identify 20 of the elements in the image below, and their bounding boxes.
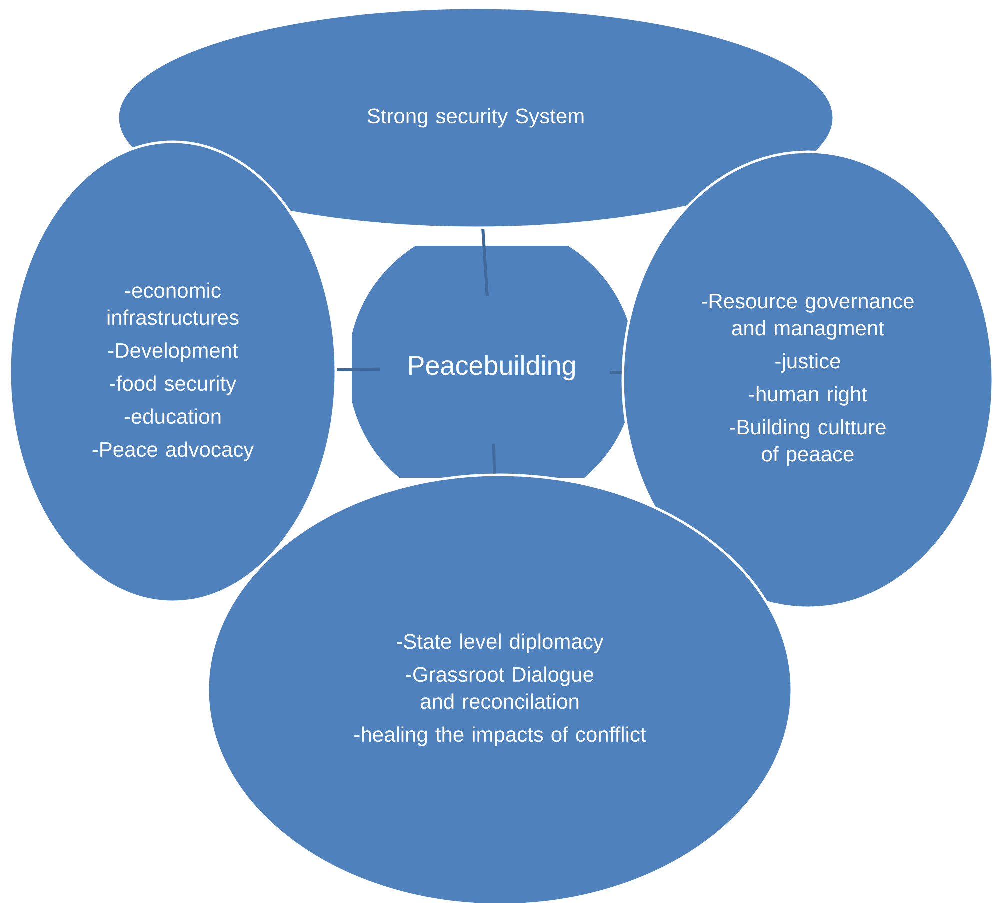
list-item: -Building cultture of peaace [730, 419, 886, 466]
list-item: -Resource governance and managment [702, 294, 914, 340]
list-item: -healing the impacts of confflict [354, 726, 646, 746]
list-item: -education [124, 408, 221, 424]
list-item: -food security [110, 376, 237, 396]
connector-line [610, 370, 622, 374]
ellipse [116, 6, 836, 230]
list-item: Peacebuilding [409, 355, 576, 381]
list-item: -economic infrastructures [108, 282, 239, 326]
list-item: -Grassroot Dialogue and reconcilation [406, 666, 594, 710]
list-item: Strong security System [368, 108, 584, 128]
list-item: -human right [749, 386, 868, 406]
connector-line [482, 229, 489, 296]
connector-line [337, 368, 380, 372]
list-item: -State level diplomacy [397, 634, 604, 654]
ellipse [8, 140, 338, 604]
list-item: -Development [108, 342, 238, 362]
list-item: -justice [776, 353, 840, 373]
connector-line [492, 444, 496, 474]
list-item: -Peace advocacy [92, 442, 254, 462]
